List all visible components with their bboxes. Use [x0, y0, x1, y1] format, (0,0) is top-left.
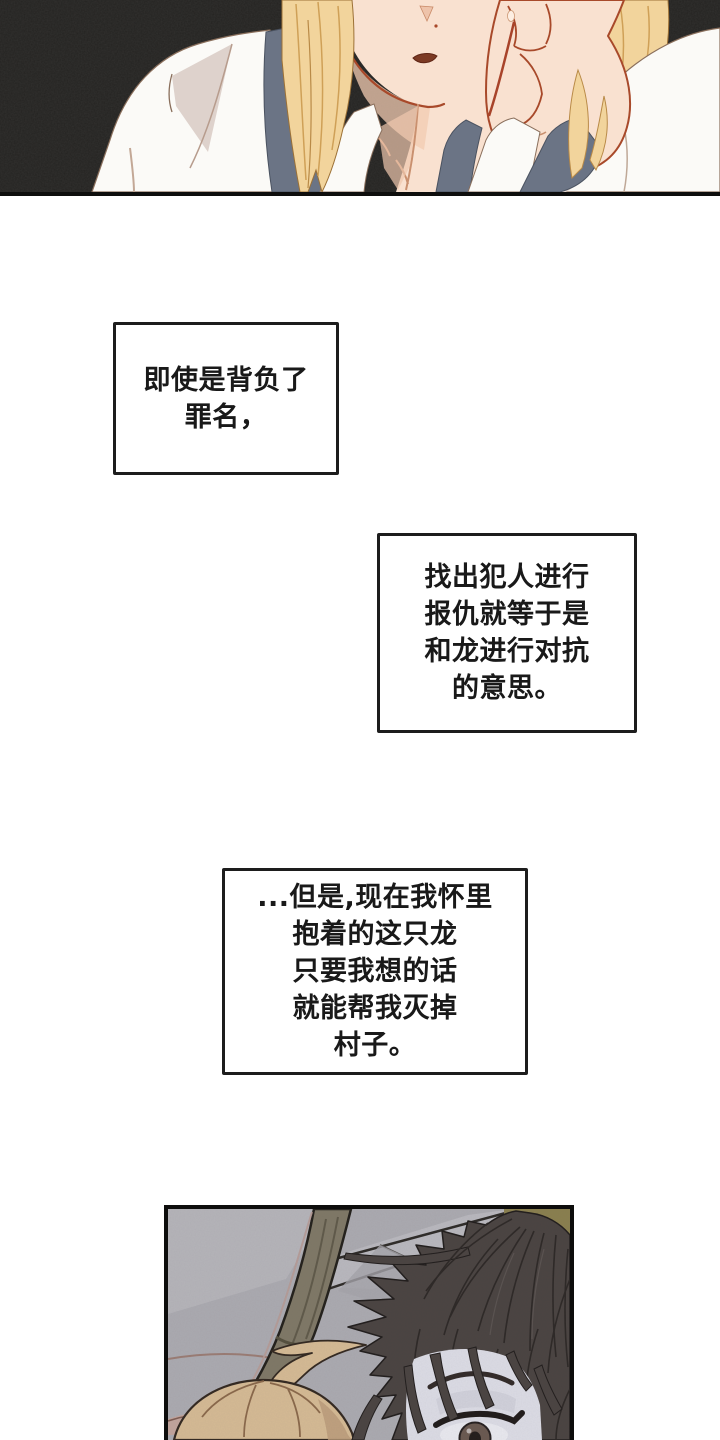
caption-text-1: 即使是背负了 罪名， [143, 364, 309, 433]
panel-top [0, 0, 720, 196]
caption-text-2: 找出犯人进行 报仇就等于是 和龙进行对抗 的意思。 [424, 562, 590, 704]
top-panel-artwork [0, 0, 720, 192]
pillow-texture [168, 1209, 570, 1440]
caption-text-3: ...但是,现在我怀里 抱着的这只龙 只要我想的话 就能帮我灭掉 村子。 [257, 882, 493, 1061]
left-hair-column [281, 0, 355, 192]
caption-box-3: ...但是,现在我怀里 抱着的这只龙 只要我想的话 就能帮我灭掉 村子。 [222, 868, 528, 1075]
panel-bottom [164, 1205, 574, 1440]
bottom-panel-artwork [168, 1209, 570, 1440]
front-hair-strands [568, 68, 608, 180]
caption-box-1: 即使是背负了 罪名， [113, 322, 339, 475]
caption-box-2: 找出犯人进行 报仇就等于是 和龙进行对抗 的意思。 [377, 533, 637, 733]
